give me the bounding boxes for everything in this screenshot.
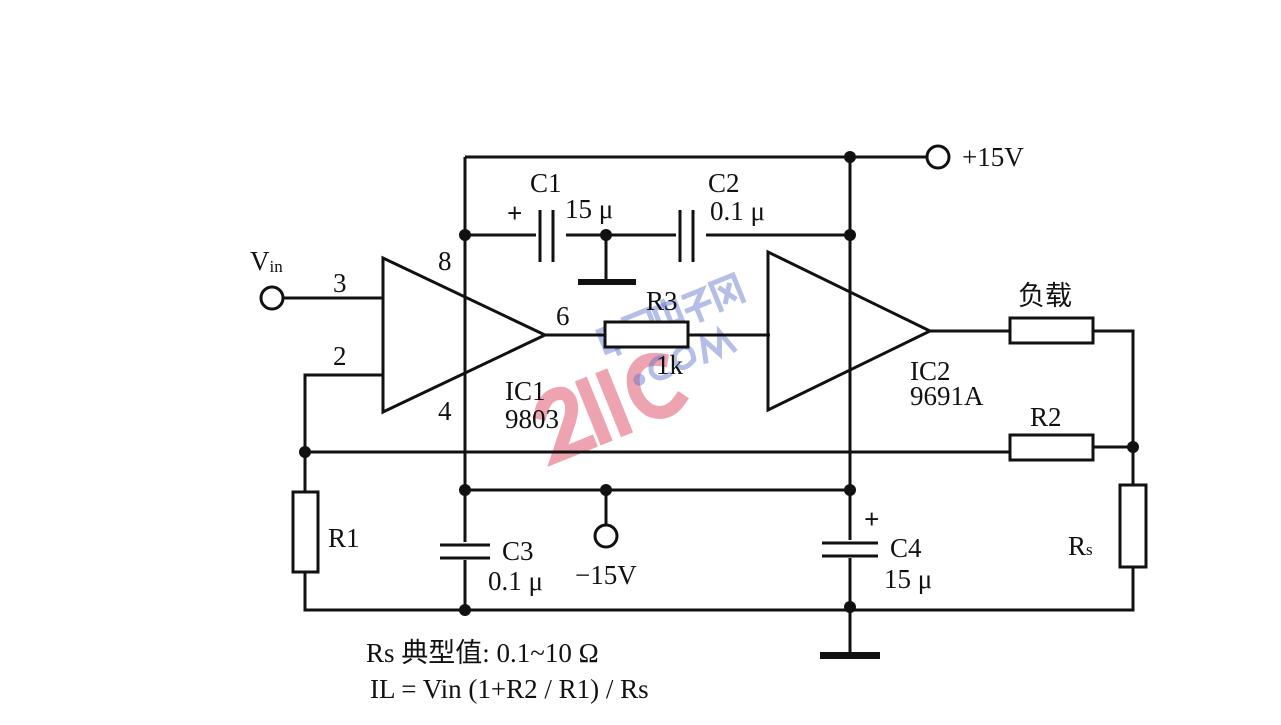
load-label: 负载 — [1018, 281, 1072, 311]
capacitor-c1 — [536, 210, 566, 262]
r2-label: R2 — [1030, 402, 1062, 432]
r3-label: R3 — [646, 286, 678, 316]
resistor-r1 — [291, 490, 320, 574]
c3-value: 0.1 μ — [488, 566, 543, 596]
opamp-ic1 — [381, 255, 549, 415]
positive-supply-terminal — [925, 144, 951, 170]
c1-value: 15 μ — [565, 194, 613, 224]
ic2-part: 9691A — [910, 381, 984, 411]
wires — [284, 155, 1135, 655]
ground-symbol — [578, 279, 636, 285]
negative-supply-terminal — [593, 523, 619, 549]
note-rs-range: Rs 典型值: 0.1~10 Ω — [366, 638, 599, 668]
vin-label: Vin — [250, 246, 283, 276]
opamp-ic2 — [766, 249, 934, 413]
ground-symbol — [820, 652, 880, 659]
c4-label: C4 — [890, 533, 922, 563]
resistor-r2 — [1008, 433, 1095, 462]
capacitor-c3 — [438, 542, 492, 560]
ic1-label: IC1 — [505, 376, 546, 406]
note-formula: IL = Vin (1+R2 / R1) / Rs — [370, 674, 649, 704]
c3-label: C3 — [502, 536, 534, 566]
junction-dots — [299, 151, 1139, 616]
negative-supply-label: −15V — [575, 560, 637, 590]
c4-value: 15 μ — [884, 564, 932, 594]
pin-2-label: 2 — [333, 341, 347, 371]
positive-supply-label: +15V — [962, 142, 1024, 172]
capacitor-c2 — [676, 210, 706, 262]
c2-value: 0.1 μ — [710, 196, 765, 226]
capacitor-c4 — [820, 540, 880, 558]
resistor-load — [1008, 316, 1095, 345]
pin-8-label: 8 — [438, 246, 452, 276]
c2-label: C2 — [708, 168, 740, 198]
r1-label: R1 — [328, 523, 360, 553]
rs-label: Rs — [1068, 531, 1093, 561]
resistor-rs — [1118, 483, 1148, 569]
pin-3-label: 3 — [333, 268, 347, 298]
r3-value: 1k — [656, 350, 684, 380]
resistor-r3 — [603, 320, 690, 349]
input-terminal — [259, 285, 285, 311]
ic1-part: 9803 — [505, 404, 559, 434]
ic2-label: IC2 — [910, 356, 951, 386]
c4-polarity: + — [864, 504, 879, 534]
watermark-logo-21ic — [532, 352, 689, 468]
pin-4-label: 4 — [438, 396, 452, 426]
c1-polarity: + — [507, 198, 522, 228]
c1-label: C1 — [530, 168, 562, 198]
pin-6-label: 6 — [556, 301, 570, 331]
